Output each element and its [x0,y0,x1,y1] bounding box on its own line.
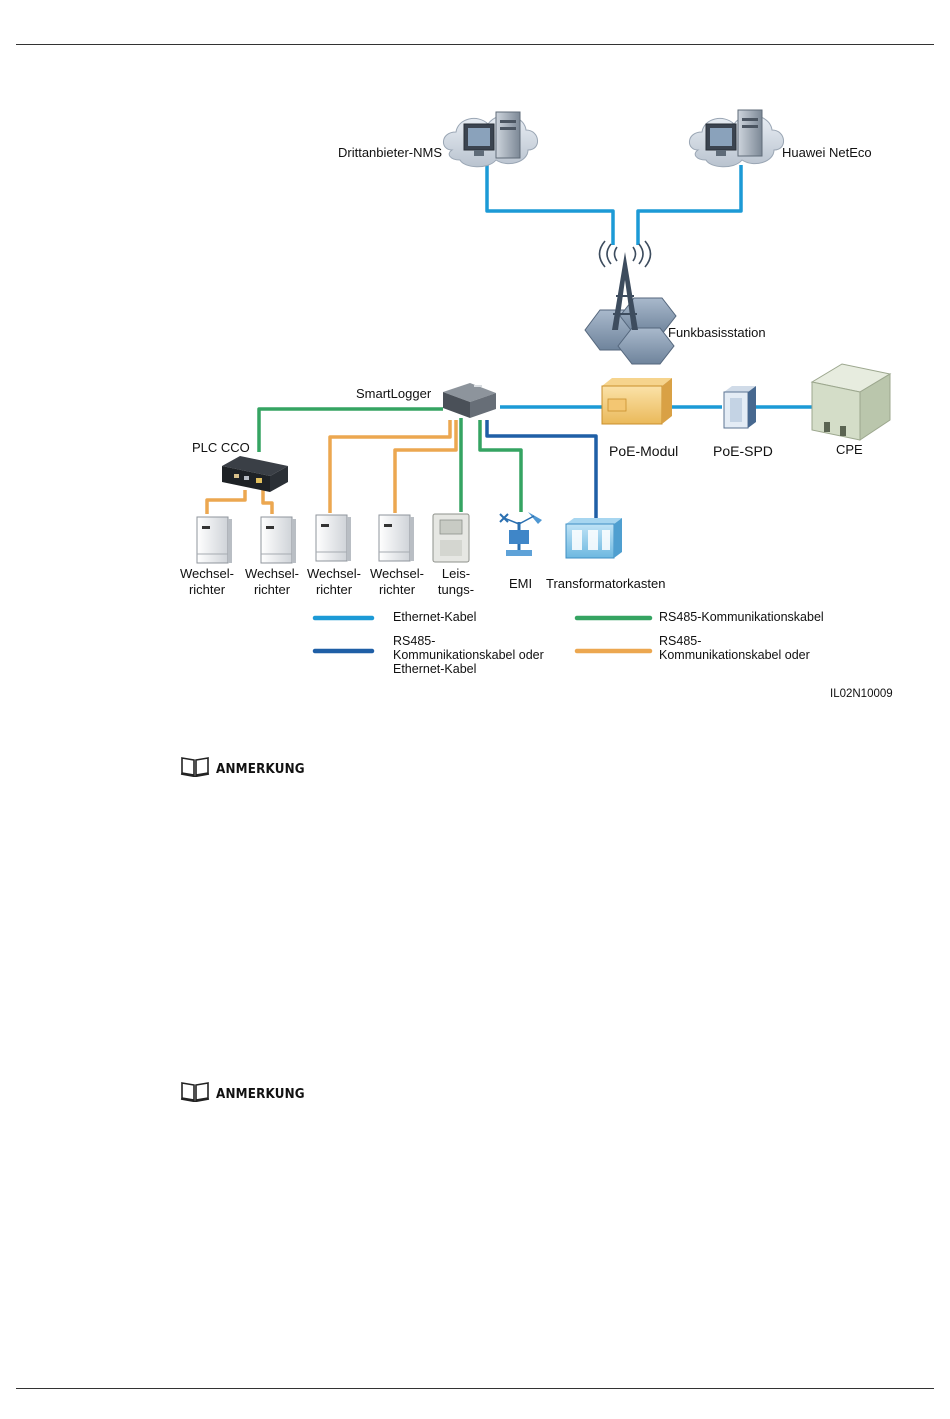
network-diagram [196,109,892,654]
note-2: ANMERKUNG [180,1080,313,1102]
label-inverter-1: Wechsel- richter [176,566,238,598]
plc-cco-icon [222,456,288,492]
label-poe-modul: PoE-Modul [609,443,679,459]
note-1-label: ANMERKUNG [216,762,305,777]
poe-spd-icon [723,386,756,429]
label-basestation: Funkbasisstation [668,325,766,340]
cpe-icon [810,363,892,441]
label-transformer: Transformatorkasten [546,576,666,591]
label-cpe: CPE [836,442,863,457]
legend-rs485-or-line1: RS485- [659,634,702,648]
label-meter-line2: tungs- [437,582,475,597]
cable-smartlogger-transformer [485,420,598,520]
legend-rs485-or: RS485- Kommunikationskabel oder [659,634,810,662]
cable-smartlogger-inverter4 [393,420,458,513]
legend-rs485-or-ethernet: RS485- Kommunikationskabel oder Ethernet… [393,634,544,676]
power-meter-icon [432,513,470,563]
label-inverter-1-line2: richter [188,582,226,597]
legend-ethernet: Ethernet-Kabel [393,610,477,624]
note-2-label: ANMERKUNG [216,1087,305,1102]
label-inverter-4-line2: richter [378,582,416,597]
nms-cloud-icon [443,111,538,168]
label-nms: Drittanbieter-NMS [338,145,443,160]
cable-smartlogger-plc [257,407,443,452]
inverter-4-icon [378,514,414,562]
label-inverter-2-line1: Wechsel- [245,566,299,581]
header-rule [16,44,934,45]
label-inverter-3: Wechsel- richter [303,566,365,598]
label-smartlogger: SmartLogger [356,386,432,401]
cable-neteco-basestation [636,165,743,245]
label-neteco: Huawei NetEco [782,145,872,160]
smartlogger-icon [443,383,496,418]
poe-modul-icon [601,378,672,425]
footer-rule [16,1388,934,1389]
cable-nms-basestation [485,165,615,245]
label-emi: EMI [509,576,533,591]
legend-rs485: RS485-Kommunikationskabel [659,610,824,624]
legend-rs485-or-ethernet-line3: Ethernet-Kabel [393,662,477,676]
label-inverter-2-line2: richter [253,582,291,597]
cable-plc-inverter2 [261,490,274,514]
label-inverter-2: Wechsel- richter [241,566,303,598]
label-inverter-3-line1: Wechsel- [307,566,361,581]
neteco-cloud-icon [689,109,784,168]
inverter-2-icon [260,516,296,564]
label-meter-line1: Leis- [441,566,471,581]
label-inverter-4: Wechsel- richter [366,566,428,598]
label-inverter-1-line1: Wechsel- [180,566,234,581]
legend-rs485-or-line2: Kommunikationskabel oder [659,648,810,662]
cable-smartlogger-inverter3 [328,420,452,513]
cable-smartlogger-emi [478,420,523,512]
inverter-1-icon [196,516,232,564]
book-icon [180,1082,210,1102]
inverter-3-icon [315,514,351,562]
figure-id: IL02N10009 [830,688,893,700]
legend-rs485-or-ethernet-line2: Kommunikationskabel oder [393,648,544,662]
legend-rs485-or-ethernet-line1: RS485- [393,634,436,648]
emi-weather-icon [499,512,542,556]
book-icon [180,757,210,777]
label-inverter-4-line1: Wechsel- [370,566,424,581]
note-1: ANMERKUNG [180,755,313,777]
transformer-box-icon [565,518,622,559]
label-meter: Leis- tungs- [428,566,484,598]
label-poe-spd: PoE-SPD [713,443,773,459]
label-inverter-3-line2: richter [315,582,353,597]
label-plc-cco: PLC CCO [192,440,250,455]
base-station-icon [584,240,677,365]
cable-plc-inverter1 [205,490,247,514]
